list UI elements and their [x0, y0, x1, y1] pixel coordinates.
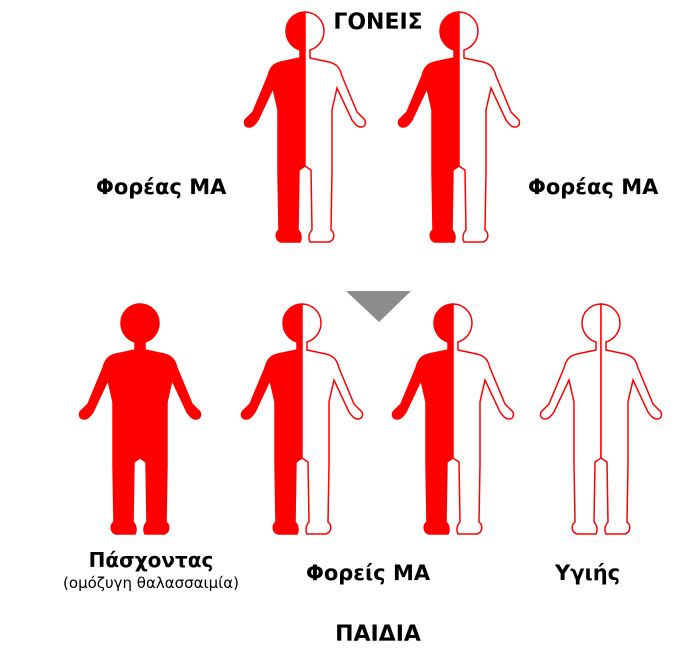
figure-left-half — [541, 304, 601, 534]
parent-figure-carrier — [399, 12, 520, 242]
child-affected-label: Πάσχοντας — [56, 548, 246, 572]
figure-right-half — [302, 304, 362, 534]
child-figure-healthy — [541, 304, 662, 534]
child-figure-affected — [80, 304, 201, 534]
figure-left-half — [80, 304, 140, 534]
figure-right-half — [305, 12, 365, 242]
figure-right-half — [453, 304, 513, 534]
figure-left-half — [242, 304, 302, 534]
down-arrow — [346, 291, 411, 322]
child-figure-carrier — [242, 304, 363, 534]
figure-right-half — [459, 12, 519, 242]
figure-right-half — [601, 304, 661, 534]
children-title: ΠΑΙΔΙΑ — [0, 622, 683, 647]
figure-right-half — [140, 304, 200, 534]
child-healthy-label: Υγιής — [555, 561, 620, 585]
child-figure-carrier — [393, 304, 514, 534]
parent-figure-carrier — [245, 12, 366, 242]
parent-left-label: Φορέας ΜΑ — [96, 175, 226, 199]
child-carriers-label: Φορείς ΜΑ — [306, 561, 430, 585]
figure-left-half — [245, 12, 305, 242]
parents-title: ΓΟΝΕΙΣ — [0, 10, 683, 35]
child-affected-sublabel: (ομόζυγη θαλασσαιμία) — [40, 574, 262, 592]
figure-left-half — [393, 304, 453, 534]
figure-left-half — [399, 12, 459, 242]
parent-right-label: Φορέας ΜΑ — [528, 175, 658, 199]
